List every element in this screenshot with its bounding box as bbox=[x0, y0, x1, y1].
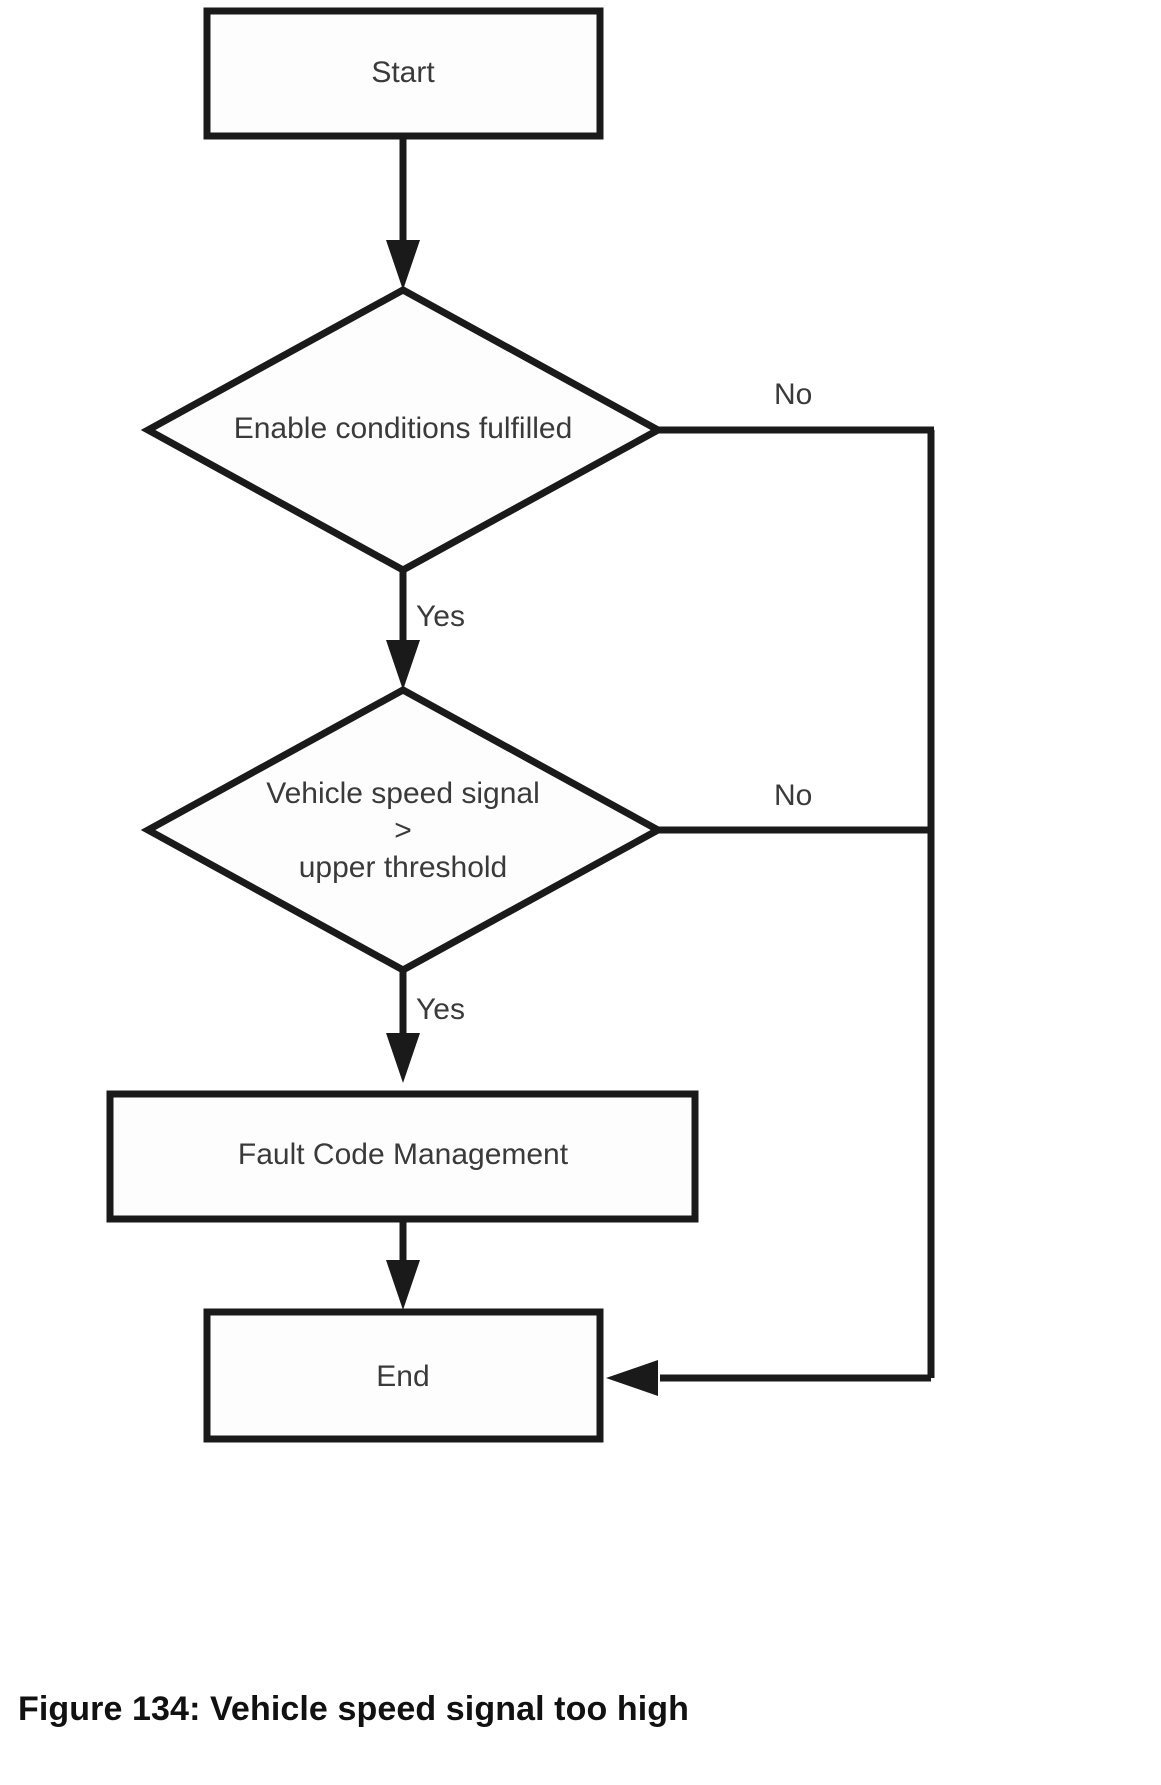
speed-check-label-line1: Vehicle speed signal bbox=[266, 777, 540, 810]
start-label: Start bbox=[371, 56, 435, 89]
end-box-shape bbox=[203, 1308, 604, 1443]
fault-code-management-label: Fault Code Management bbox=[238, 1138, 569, 1171]
node-end[interactable]: End bbox=[203, 1308, 604, 1443]
edge-label-speed-yes: Yes bbox=[416, 993, 465, 1026]
edge-label-enable-yes: Yes bbox=[416, 600, 465, 633]
edge-fcm-to-end bbox=[386, 1219, 420, 1310]
end-label: End bbox=[376, 1360, 429, 1393]
speed-check-label-line3: upper threshold bbox=[299, 851, 507, 884]
node-enable-conditions[interactable]: Enable conditions fulfilled bbox=[140, 286, 666, 574]
edge-speed-yes bbox=[386, 970, 420, 1083]
edge-enable-yes bbox=[386, 570, 420, 690]
edge-label-enable-no: No bbox=[774, 378, 812, 411]
edge-fcm-to-end-arrowhead bbox=[386, 1260, 420, 1310]
edge-enable-no bbox=[658, 426, 935, 1378]
speed-check-label-line2: > bbox=[394, 814, 412, 847]
node-speed-check[interactable]: Vehicle speed signal > upper threshold bbox=[140, 686, 666, 974]
node-fault-code-management[interactable]: Fault Code Management bbox=[106, 1090, 699, 1223]
edge-start-to-enable-arrowhead bbox=[386, 240, 420, 290]
enable-conditions-label: Enable conditions fulfilled bbox=[234, 412, 573, 445]
edge-enable-yes-arrowhead bbox=[386, 640, 420, 690]
edge-right-rail-into-end-arrowhead bbox=[606, 1360, 658, 1396]
edge-right-rail-into-end bbox=[606, 1360, 931, 1396]
start-box-shape bbox=[203, 7, 604, 140]
node-start[interactable]: Start bbox=[203, 7, 604, 140]
edge-label-speed-no: No bbox=[774, 779, 812, 812]
edge-start-to-enable bbox=[386, 136, 420, 290]
figure-caption: Figure 134: Vehicle speed signal too hig… bbox=[18, 1690, 690, 1728]
edge-speed-yes-arrowhead bbox=[386, 1033, 420, 1083]
fault-code-management-box-shape bbox=[106, 1090, 699, 1223]
